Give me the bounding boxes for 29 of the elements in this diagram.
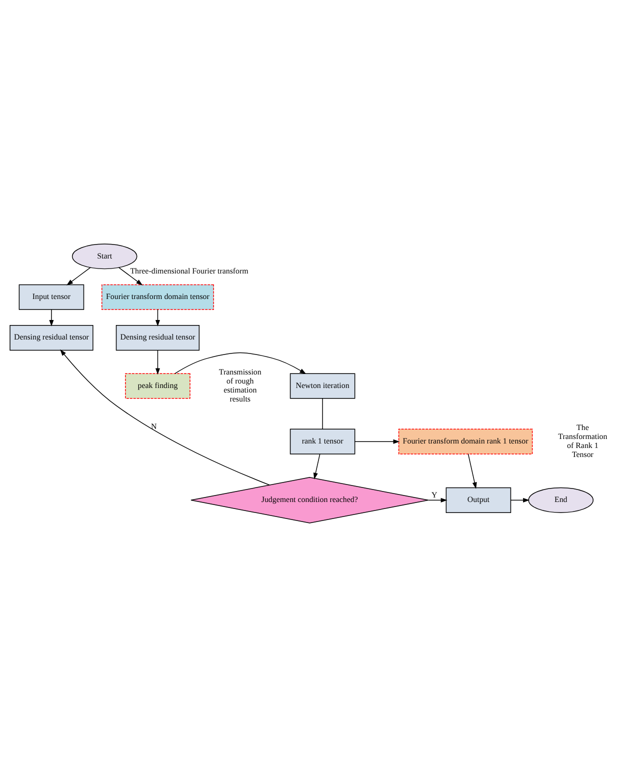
arrow [174,352,306,374]
node-ellipse: Start [72,244,138,270]
arrow [60,349,270,486]
edge-label: Y [431,490,438,500]
arrow [155,350,160,375]
connector [322,398,323,430]
node-box: rank 1 tensor [290,428,356,454]
node-diamond: Judgement condition reached? [190,476,429,524]
arrow [354,439,400,444]
arrow [428,498,448,502]
node-box: Output [446,487,512,513]
arrow [510,498,530,502]
node-box: Densing residual tensor [10,325,94,351]
node-box: Input tensor [18,284,84,310]
node-label: Transmission of rough estimation results [218,367,262,404]
edge-label: N [151,422,157,432]
arrow [118,267,143,286]
arrow [66,267,91,286]
arrow [49,309,54,326]
node-box: Newton iteration [290,373,356,399]
node-box: Densing residual tensor [116,325,200,351]
node-box: Fourier transform domain tensor [102,284,214,310]
node-box: peak finding [125,373,190,399]
node-label: The Transformation of Rank 1 Tensor [558,423,608,459]
arrow [468,454,477,489]
node-box: Fourier transform domain rank 1 tensor [398,428,533,454]
arrow [155,309,160,326]
node-ellipse: End [528,487,594,513]
arrow [313,454,320,480]
